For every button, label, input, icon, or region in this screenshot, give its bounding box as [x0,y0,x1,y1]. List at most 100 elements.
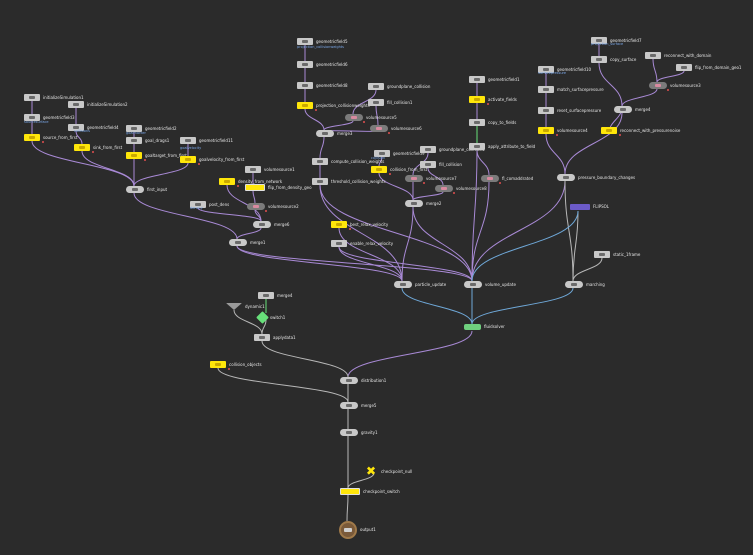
node-first[interactable]: first_input [126,186,167,193]
node-post[interactable]: post_dens [190,201,229,208]
node-cnull[interactable]: checkpoint_null [366,465,412,478]
wire-vs4-to-pbc[interactable] [545,133,566,175]
node-vs3[interactable]: volumesource3 [649,82,701,89]
node-body[interactable] [538,86,554,93]
node-body[interactable] [24,114,40,121]
node-dn[interactable]: density_from_network [219,178,282,185]
node-copy[interactable]: copy_to_fields [469,119,516,126]
node-body[interactable] [247,203,265,210]
node-g10[interactable]: geometricfield10 [538,66,591,73]
node-body[interactable] [649,82,667,89]
node-body[interactable] [256,311,269,324]
node-body[interactable] [469,76,485,83]
node-sink[interactable]: sink_from_first [74,144,122,151]
node-body[interactable] [297,102,313,109]
wire-dn-to-merge6[interactable] [226,184,262,222]
node-vs4[interactable]: volumesource4 [538,127,588,134]
wire-merge2-to-vu[interactable] [412,206,473,282]
wire-sw-to-apply1[interactable] [261,319,267,335]
wire-vel-to-merge6[interactable] [254,209,262,222]
node-body[interactable] [245,184,265,191]
node-g2[interactable]: geometricfield2 [126,125,177,132]
node-body[interactable] [340,429,358,436]
wire-dyn-to-apply1[interactable] [233,309,263,335]
node-body[interactable] [190,201,206,208]
node-body[interactable] [538,66,554,73]
wire-thresh-to-pu[interactable] [319,184,403,282]
node-g6[interactable]: geometricfield6 [297,61,348,68]
wire-flipd-to-vs3[interactable] [656,70,685,83]
node-body[interactable] [74,144,90,151]
node-body[interactable] [180,137,196,144]
node-body[interactable] [481,175,499,182]
node-act[interactable]: activate_fields [469,96,517,103]
node-body[interactable] [591,56,607,63]
node-g1[interactable]: geometricfield1 [469,76,520,83]
node-body[interactable] [570,204,590,210]
node-vs8[interactable]: volumesource8 [435,185,487,192]
wire-merge1-to-pu[interactable] [236,245,403,282]
node-src-free[interactable]: source_from_first [24,134,77,141]
node-body[interactable] [24,94,40,101]
node-g3[interactable]: geometricfield3 [24,114,75,121]
node-pbc[interactable]: pressure_boundary_changes [557,174,635,181]
wire-flip2-to-mark[interactable] [572,210,579,282]
node-reset[interactable]: reset_surfacepressure [538,107,601,114]
node-match[interactable]: match_surfacepressure [538,86,604,93]
node-body[interactable] [226,303,242,310]
node-reset2[interactable]: reconnect_with_domain [645,52,711,59]
node-merge2[interactable]: merge2 [405,200,441,207]
wire-merge1-to-vu[interactable] [236,245,473,282]
wire-fluidsolve-to-dist[interactable] [347,330,473,378]
wire-copyv-to-merge4[interactable] [598,62,623,107]
node-body[interactable] [366,465,378,478]
node-body[interactable] [371,166,387,173]
node-vs6[interactable]: volumesource6 [370,125,422,132]
node-body[interactable] [254,334,270,341]
node-body[interactable] [538,107,554,114]
node-body[interactable] [374,150,390,157]
wire-fillc-to-vs8[interactable] [427,167,444,186]
node-body[interactable] [394,281,412,288]
node-body[interactable] [405,200,423,207]
node-proj[interactable]: projection_collisionweights [297,102,370,109]
node-body[interactable] [435,185,453,192]
node-body[interactable] [368,99,384,106]
wire-ground-to-vs5[interactable] [352,89,377,115]
wire-merge3-to-comp[interactable] [319,136,325,159]
wire-apply-to-fcom[interactable] [476,149,490,176]
node-body[interactable] [312,178,328,185]
node-body[interactable] [68,124,84,131]
node-g4[interactable]: geometricfield4 [68,124,119,131]
node-collobj[interactable]: collision_objects [210,361,262,368]
node-merge1[interactable]: merge1 [229,239,265,246]
node-pu[interactable]: particle_update [394,281,446,288]
node-body[interactable] [469,96,485,103]
node-resetp[interactable]: reconnect_with_pressurenoise [601,127,680,134]
node-merge6[interactable]: merge6 [253,221,289,228]
node-merge3[interactable]: merge3 [316,130,352,137]
wire-enable-to-pu[interactable] [338,246,403,282]
wire-mark-to-fluidsolve[interactable] [471,287,574,325]
node-body[interactable] [594,251,610,258]
node-vel[interactable]: volumesource2 [247,203,299,210]
wire-g9-to-coll[interactable] [378,156,383,167]
node-body[interactable] [229,239,247,246]
node-merge5[interactable]: merge5 [340,402,376,409]
wire-merge2-to-pu[interactable] [401,206,414,282]
wire-collobj-to-merge5[interactable] [217,367,349,403]
wire-merge6-to-merge1[interactable] [236,227,262,240]
node-apply[interactable]: apply_attribute_to_field [469,143,535,150]
node-body[interactable] [645,52,661,59]
wire-pbc-to-vu[interactable] [471,180,566,282]
node-vs7[interactable]: volumesource7 [405,175,457,182]
node-gv[interactable]: goal_drags1 [126,137,169,144]
node-body[interactable] [297,38,313,45]
node-comp[interactable]: compute_collision_weights [312,158,384,165]
node-rep[interactable]: merge4 [258,292,292,299]
node-enable[interactable]: enable_relax_velocity [331,240,393,247]
wire-sink-to-first[interactable] [81,150,135,187]
wire-vs5-to-merge3[interactable] [323,120,354,131]
node-copyv[interactable]: copy_surface [591,56,636,63]
node-body[interactable] [126,125,142,132]
